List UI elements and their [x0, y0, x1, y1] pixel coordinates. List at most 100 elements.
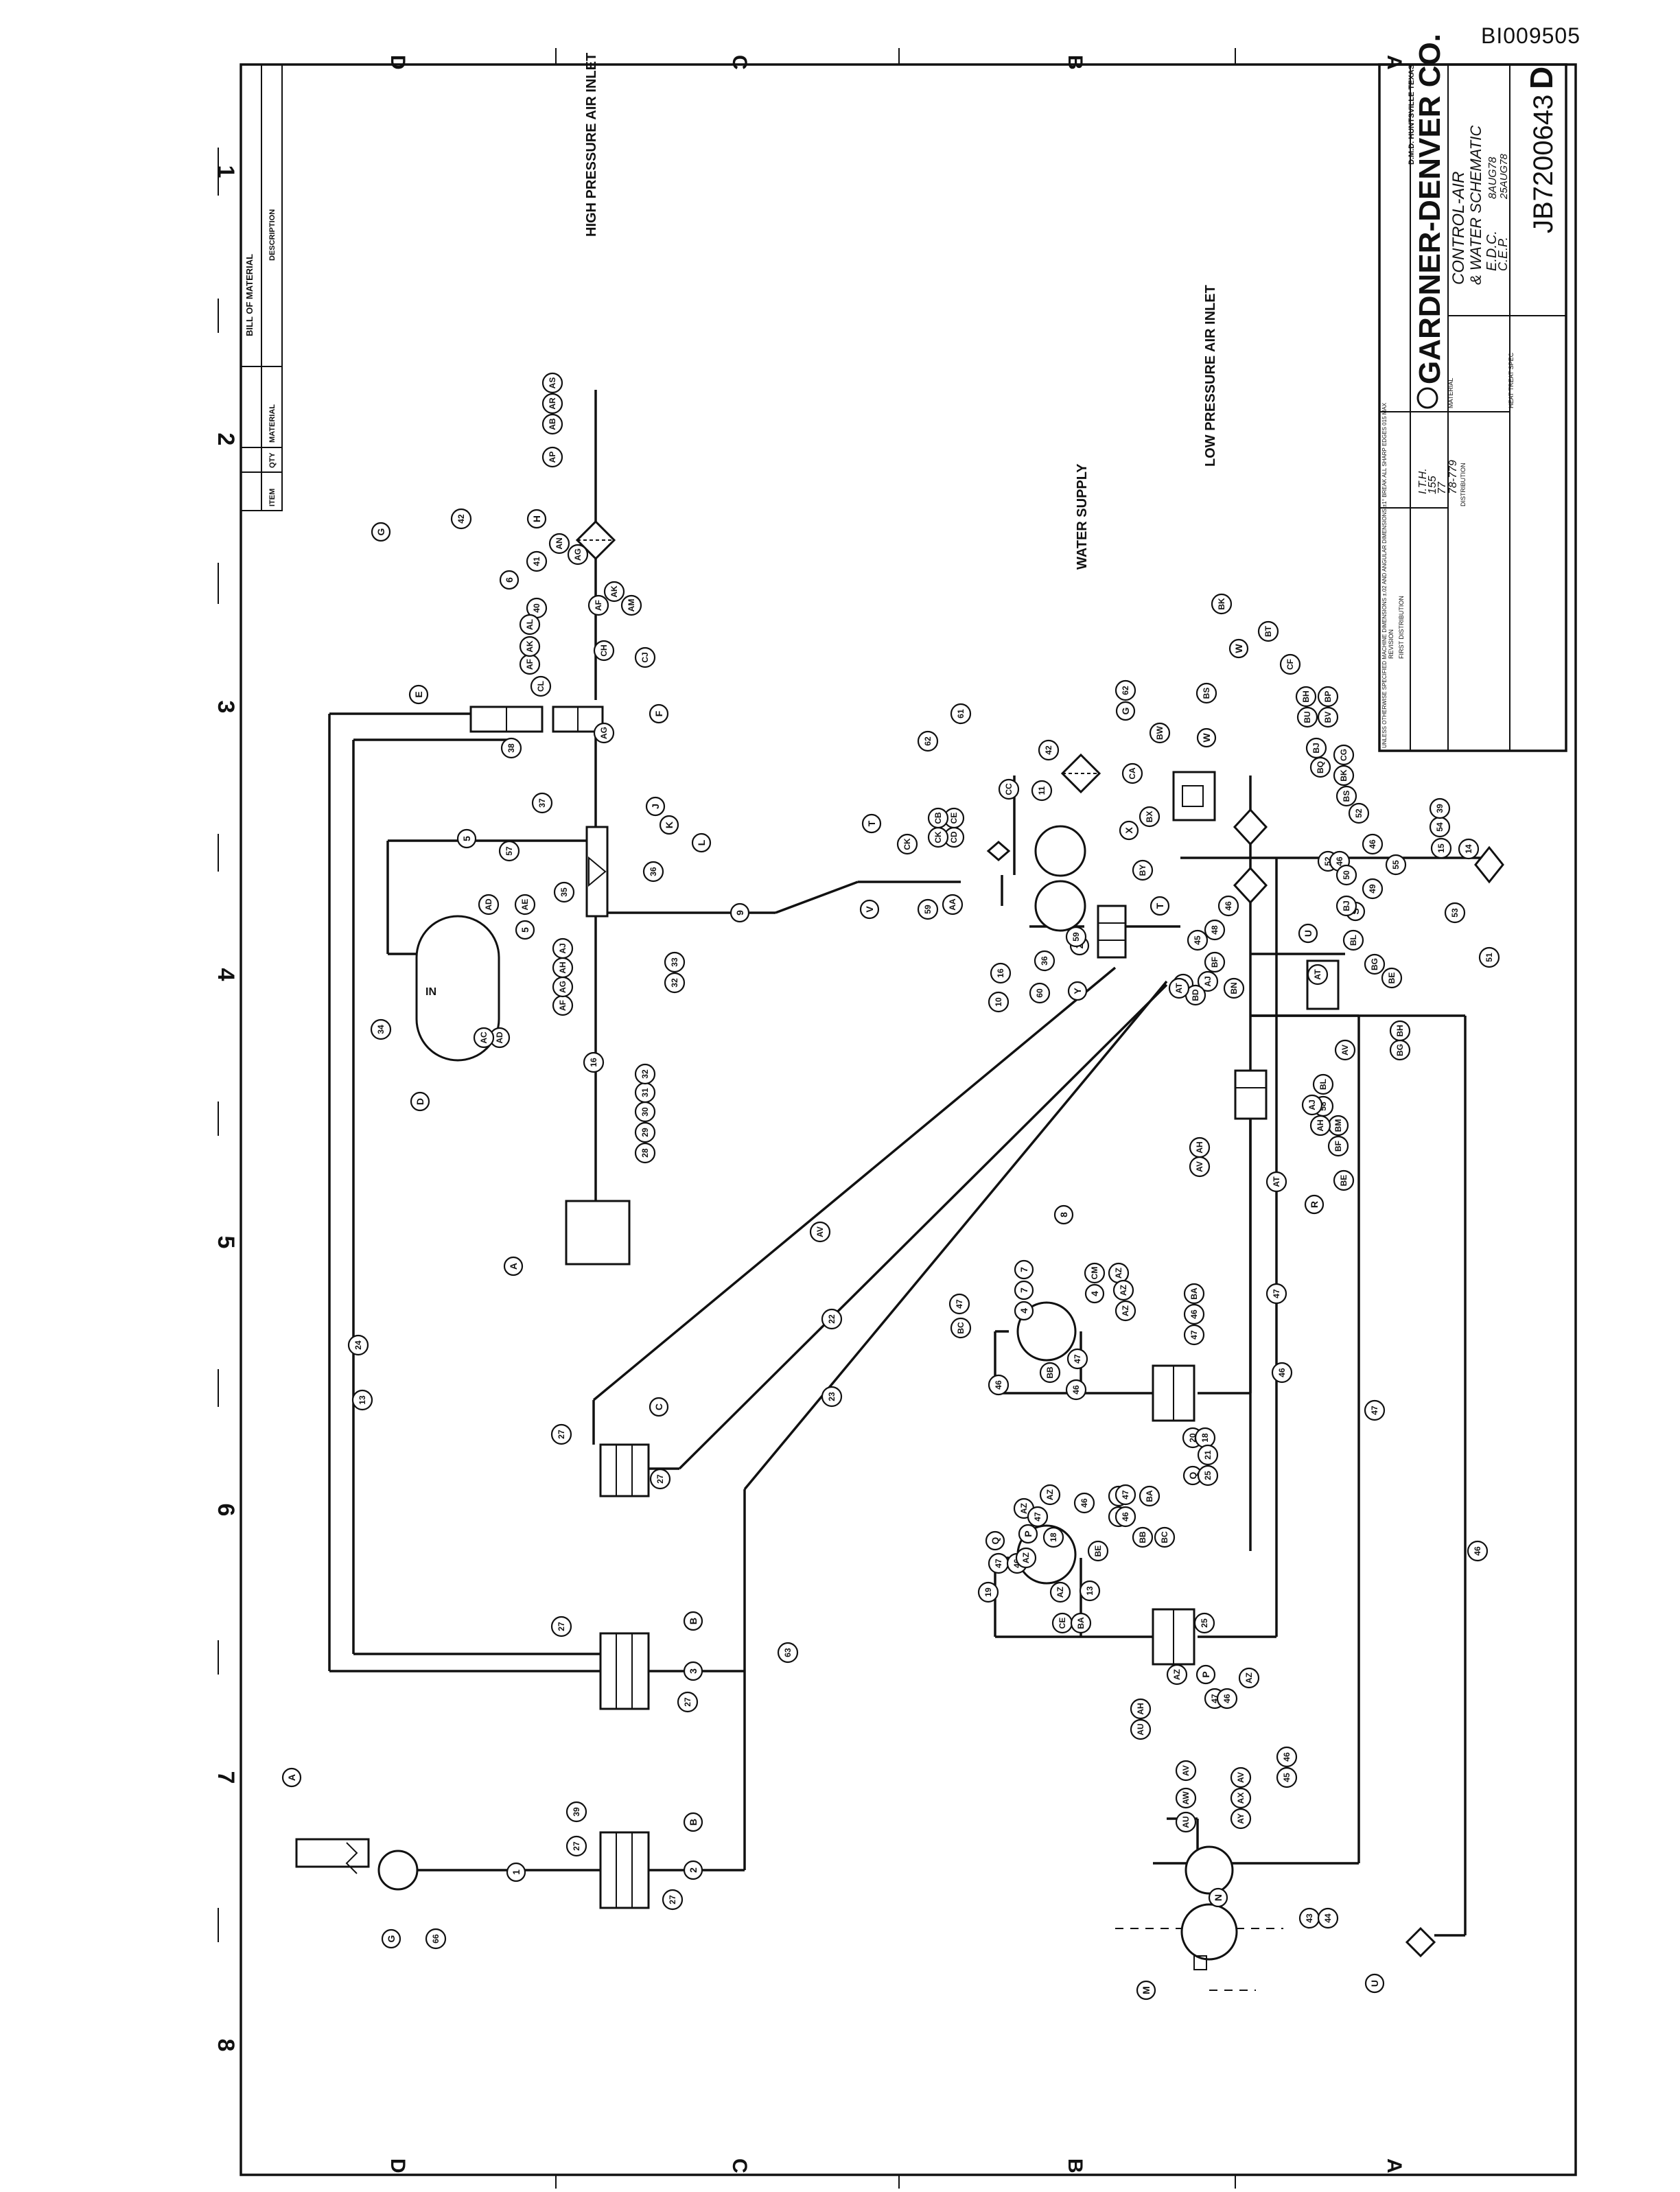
callout-bubble: M [1136, 1980, 1156, 2001]
callout-label: BX [1145, 811, 1154, 823]
callout-label: 16 [996, 968, 1005, 978]
callout-bubble: 27 [677, 1691, 699, 1713]
callout-bubble: BA [1183, 1283, 1205, 1305]
tb-tolerance-note: UNLESS OTHERWISE SPECIFIED MACHINE DIMEN… [1381, 402, 1388, 748]
low-pressure-inlet-label: LOW PRESSURE AIR INLET [1203, 285, 1218, 467]
callout-label: AE [520, 899, 530, 911]
callout-bubble: 45 [1276, 1767, 1298, 1788]
callout-bubble: AR [541, 393, 563, 415]
callout-bubble: 46 [1276, 1746, 1298, 1768]
callout-bubble: BS [1335, 785, 1357, 807]
callout-bubble: BP [1317, 686, 1339, 708]
callout-label: BJ [1311, 743, 1321, 753]
component-D-tank: IN [415, 915, 500, 1062]
callout-bubble: BE [1333, 1169, 1355, 1191]
callout-label: BW [1155, 725, 1165, 740]
callout-label: 59 [923, 905, 933, 914]
callout-bubble: 62 [1115, 679, 1136, 701]
callout-label: AT [1272, 1176, 1281, 1187]
callout-label: AZ [1121, 1305, 1130, 1316]
zone-letter-bottom-c: C [728, 2158, 751, 2173]
callout-bubble: 13 [1079, 1580, 1101, 1602]
callout-bubble: BC [950, 1317, 972, 1339]
callout-label: BK [1339, 769, 1349, 782]
zone-number-2: 2 [213, 433, 239, 446]
callout-label: 63 [783, 1648, 793, 1657]
bom-col-description: DESCRIPTION [268, 209, 277, 261]
callout-bubble: BA [1139, 1485, 1160, 1507]
component-manifold [1233, 808, 1504, 905]
callout-bubble: 46 [1216, 1688, 1238, 1710]
callout-label: AJ [1307, 1099, 1317, 1110]
callout-label: AN [555, 537, 564, 549]
tb-number: 78-779 [1447, 460, 1459, 494]
callout-label: 6 [504, 577, 515, 583]
component-valve-c [599, 1443, 650, 1497]
callout-bubble: BJ [1335, 895, 1357, 917]
callout-bubble: AJ [1301, 1094, 1323, 1116]
callout-label: BF [1210, 957, 1220, 968]
callout-bubble: AE [514, 894, 536, 916]
callout-bubble: AT [1307, 964, 1329, 986]
callout-bubble: 10 [988, 991, 1010, 1013]
callout-bubble: AW [1175, 1787, 1197, 1809]
callout-label: AT [1174, 983, 1184, 994]
callout-label: BK [1217, 598, 1226, 610]
callout-label: 39 [1435, 804, 1445, 813]
callout-bubble: AP [541, 446, 563, 468]
callout-label: 46 [1277, 1368, 1287, 1377]
callout-bubble: 47 [948, 1293, 970, 1315]
callout-bubble: CJ [634, 646, 656, 668]
callout-label: AZ [1172, 1669, 1182, 1680]
callout-label: CG [1339, 749, 1349, 761]
callout-label: BU [1303, 711, 1312, 723]
callout-label: 22 [827, 1314, 837, 1324]
callout-bubble: AF [519, 653, 541, 675]
tank-in-label: IN [425, 986, 436, 998]
callout-label: E [413, 691, 424, 697]
callout-label: 23 [827, 1392, 837, 1401]
callout-label: 44 [1323, 1913, 1333, 1923]
callout-bubble: 47 [1066, 1348, 1088, 1370]
callout-label: 46 [1189, 1309, 1199, 1319]
callout-label: 50 [1342, 870, 1351, 880]
zone-letter-top-d: D [386, 55, 409, 70]
callout-bubble: 46 [1271, 1362, 1293, 1384]
tb-material-label: MATERIAL [1447, 378, 1454, 408]
component-U-valve [1405, 1926, 1436, 1958]
callout-label: BS [1342, 791, 1351, 802]
callout-label: 8 [1058, 1212, 1069, 1217]
callout-bubble: 46 [1065, 1379, 1087, 1401]
callout-bubble: 5 [515, 920, 535, 940]
callout-bubble: A [281, 1767, 302, 1788]
callout-label: 59 [1071, 932, 1081, 942]
callout-bubble: BT [1257, 620, 1279, 642]
callout-bubble: 27 [565, 1835, 587, 1857]
callout-label: BF [1333, 1141, 1343, 1152]
callout-bubble: 46 [988, 1374, 1010, 1396]
callout-bubble: U [1298, 923, 1318, 944]
callout-label: 46 [1080, 1498, 1089, 1508]
callout-bubble: Y [1067, 981, 1088, 1001]
callout-bubble: BL [1312, 1073, 1334, 1095]
callout-label: 32 [640, 1069, 650, 1079]
callout-bubble: 53 [1444, 902, 1466, 924]
callout-label: N [1213, 1894, 1224, 1901]
zone-letter-top-b: B [1064, 55, 1086, 70]
callout-bubble: 46 [1362, 833, 1384, 855]
callout-bubble: F [649, 703, 669, 724]
callout-label: 27 [683, 1697, 692, 1707]
callout-label: BB [1045, 1366, 1055, 1379]
callout-bubble: AZ [1049, 1581, 1071, 1603]
callout-bubble: BJ [1305, 737, 1327, 759]
callout-label: 7 [1018, 1287, 1029, 1293]
document-id: BI009505 [1480, 23, 1580, 48]
callout-label: 34 [376, 1025, 386, 1034]
component-X-filter [1060, 753, 1101, 794]
callout-label: AS [548, 377, 557, 389]
callout-label: 13 [1085, 1586, 1095, 1596]
piping-lines [328, 390, 1489, 1991]
callout-bubble: AU [1130, 1718, 1152, 1740]
callout-bubble: W [1196, 727, 1217, 748]
